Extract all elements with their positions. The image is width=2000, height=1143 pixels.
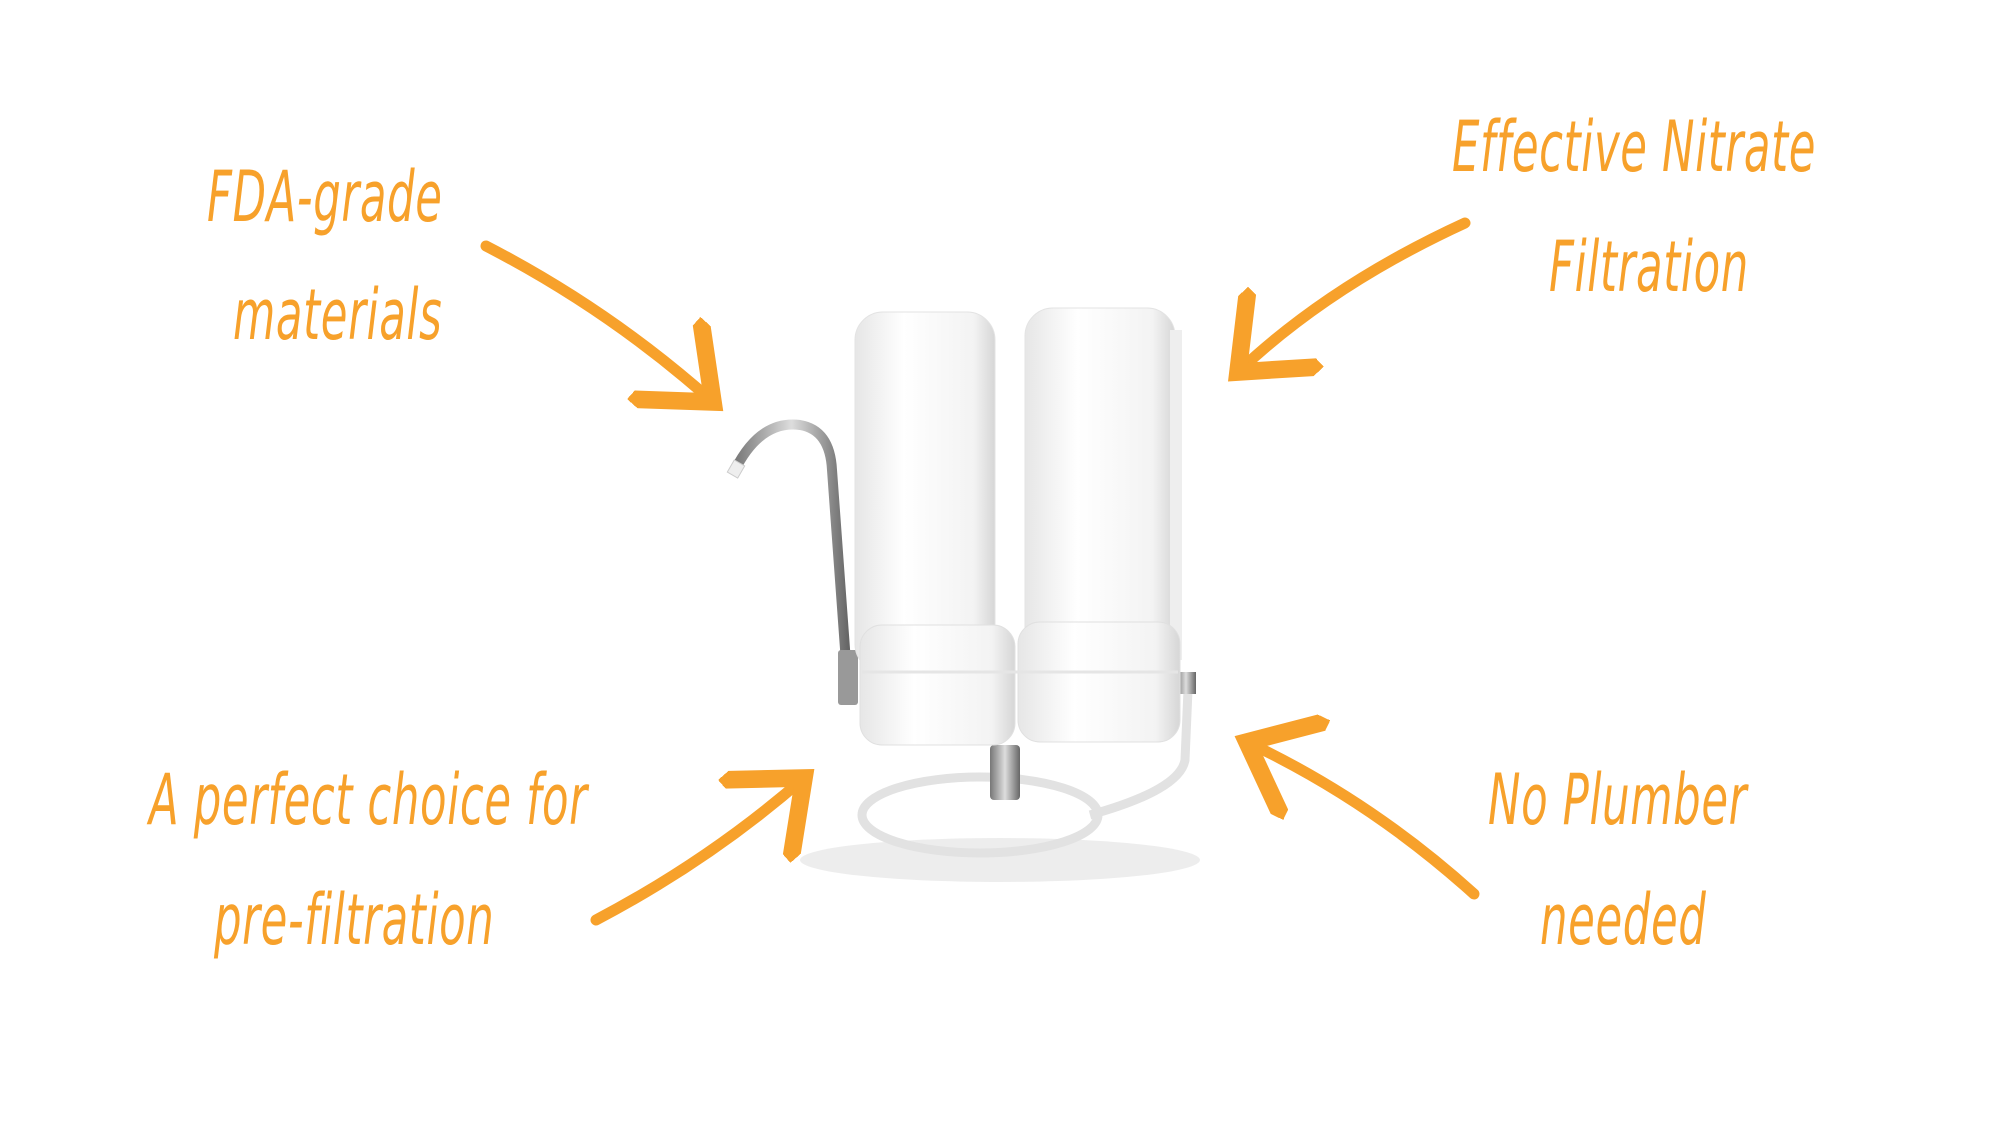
callout-prefiltration-line2: pre-filtration <box>214 879 495 961</box>
callout-nitrate-line1: Effective Nitrate <box>1452 106 1817 188</box>
callout-nitrate-line2: Filtration <box>1549 226 1749 308</box>
callout-no-plumber-line2: needed <box>1540 879 1707 961</box>
water-filter-product <box>726 307 1200 882</box>
arrow-bottom-right <box>1247 742 1480 900</box>
callout-prefiltration-line1: A perfect choice for <box>149 759 588 841</box>
arrow-top-right <box>1238 217 1471 372</box>
callout-fda-grade-line1: FDA-grade <box>207 156 443 238</box>
arrow-bottom-left <box>590 778 804 926</box>
arrow-top-left <box>480 240 713 402</box>
callout-no-plumber-line1: No Plumber <box>1488 759 1748 841</box>
callout-fda-grade-line2: materials <box>233 274 443 356</box>
